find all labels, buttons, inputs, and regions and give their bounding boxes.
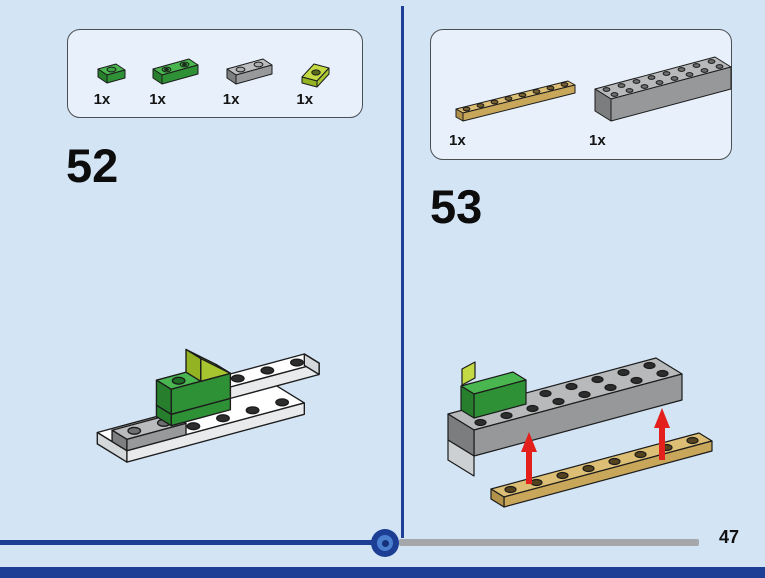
- progress-knob: [371, 529, 399, 557]
- part-slope-1x1-lime: 1x: [296, 54, 336, 108]
- part-count: 1x: [449, 132, 466, 149]
- part-count: 1x: [296, 91, 314, 108]
- part-count: 1x: [149, 91, 166, 108]
- brick-2x8-gray-icon: [594, 56, 732, 122]
- plate-1x2-gray-icon: [226, 58, 273, 85]
- part-count: 1x: [589, 132, 606, 149]
- progress-bar-remaining: [399, 539, 699, 546]
- panel-divider: [401, 6, 404, 538]
- part-plate-1x2-green: 1x: [149, 54, 205, 108]
- parts-callout-box-step-52: 1x 1x: [67, 29, 363, 118]
- lime-tile: [461, 361, 476, 386]
- bottom-edge-strip: [0, 567, 765, 578]
- part-plate-1x2-gray: 1x: [223, 54, 279, 108]
- parts-callout-box-step-53: 1x: [430, 29, 732, 160]
- substructure-piece: [447, 439, 475, 477]
- step-number-53: 53: [430, 180, 483, 233]
- tan-plate: [490, 432, 713, 508]
- part-brick-2x8-gray: 1x: [589, 45, 739, 149]
- plate-1x8-tan-icon: [455, 80, 576, 122]
- plate-1x1-green-icon: [97, 63, 126, 84]
- slope-1x1-lime-icon: [301, 63, 330, 88]
- lime-slope: [185, 348, 232, 382]
- part-plate-1x8-tan: 1x: [449, 73, 589, 149]
- step-52-assembly-illustration: [96, 348, 320, 463]
- plate-1x2-green-icon: [152, 58, 199, 85]
- attach-arrow-left: [521, 432, 537, 484]
- progress-knob-core: [381, 539, 389, 547]
- progress-bar-filled: [0, 540, 375, 545]
- step-53-assembly-illustration: [447, 357, 713, 508]
- green-brick: [460, 371, 527, 419]
- part-count: 1x: [222, 91, 240, 108]
- gray-brick: [447, 357, 683, 457]
- attach-arrow-right: [654, 408, 670, 460]
- part-count: 1x: [93, 91, 111, 108]
- page-number: 47: [718, 527, 739, 547]
- upper-white-plate: [214, 353, 320, 400]
- progress-knob-ring: [377, 535, 393, 551]
- part-plate-1x1-green: 1x: [94, 58, 132, 108]
- step-number-52: 52: [66, 139, 119, 192]
